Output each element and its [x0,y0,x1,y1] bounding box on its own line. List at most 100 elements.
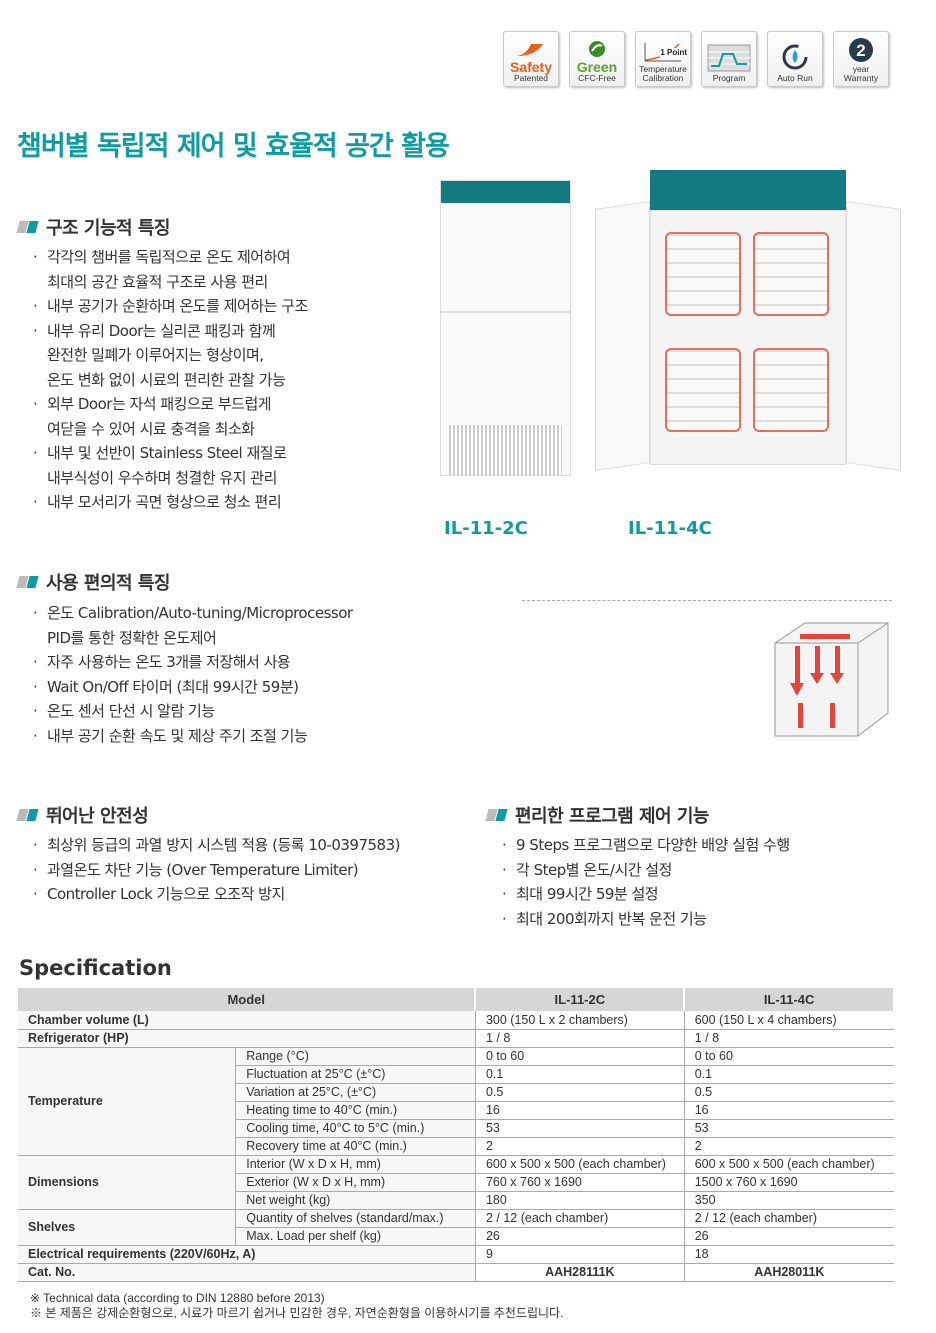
program-graph-icon [707,44,751,71]
list-item: 온도 Calibration/Auto-tuning/Microprocesso… [33,601,353,650]
feature-badges: Safety Patented Green CFC-Free 1 Point T… [503,31,889,87]
row-group-label: Temperature [18,1047,236,1156]
leaf-icon [589,40,605,57]
badge-sub: year Warranty [843,64,879,83]
header-il-11-4c: IL-11-4C [684,988,895,1011]
cell-value: 2 [474,1137,685,1156]
list-item: 최대 200회까지 반복 운전 기능 [502,907,790,932]
cell-value: 16 [683,1101,894,1120]
cell-value: 600 x 500 x 500 (each chamber) [474,1155,685,1174]
badge-safety: Safety Patented [503,31,559,87]
list-item: Wait On/Off 타이머 (최대 99시간 59분) [33,675,353,700]
section-marker-icon [18,221,38,233]
row-sub-label: Cooling time, 40°C to 5°C (min.) [235,1119,476,1138]
section-marker-icon [487,809,507,821]
cell-value: 0.5 [474,1083,685,1102]
footnote: ※ 본 제품은 강제순환형으로, 시료가 마르기 쉽거나 민감한 경우, 자연순… [30,1306,564,1320]
list-item: 내부 공기가 순환하며 온도를 제어하는 구조 [33,294,308,319]
list-item: 내부 공기 순환 속도 및 제상 주기 조절 기능 [33,724,353,749]
divider [522,600,892,601]
row-sub-label: Variation at 25°C, (±°C) [235,1083,476,1102]
header-model: Model [18,988,477,1011]
badge-sub: Temperature Calibration [639,64,687,83]
badge-sub: CFC-Free [578,72,616,83]
badge-sub: Patented [513,72,549,83]
section-marker-icon [18,809,38,821]
cell-value: 350 [683,1191,894,1210]
warranty-icon: 2 [849,38,873,62]
row-label: Refrigerator (HP) [18,1029,476,1048]
row-group-label: Shelves [18,1209,236,1246]
section-heading-structure: 구조 기능적 특징 [18,214,170,240]
cell-value: 600 (150 L x 4 chambers) [683,1011,894,1030]
row-sub-label: Exterior (W x D x H, mm) [235,1173,476,1192]
row-label: Cat. No. [18,1263,476,1282]
footnote: ※ Technical data (according to DIN 12880… [30,1291,325,1305]
cell-value: 2 / 12 (each chamber) [474,1209,685,1228]
program-feature-list: 9 Steps 프로그램으로 다양한 배양 실험 수행각 Step별 온도/시간… [502,833,790,931]
list-item: 외부 Door는 자석 패킹으로 부드럽게 여닫을 수 있어 시료 충격을 최소… [33,392,308,441]
row-sub-label: Recovery time at 40°C (min.) [235,1137,476,1156]
list-item: 온도 센서 단선 시 알람 기능 [33,699,353,724]
product-image-il-11-4c [595,170,905,471]
table-header-row: Model IL-11-2C IL-11-4C [18,988,895,1011]
cell-value: 53 [683,1119,894,1138]
cell-value: 0 to 60 [474,1047,685,1066]
model-label-il-11-2c: IL-11-2C [444,518,528,539]
structure-feature-list: 각각의 챔버를 독립적으로 온도 제어하여 최대의 공간 효율적 구조로 사용 … [33,245,308,515]
safety-icon [517,43,543,56]
cell-value: 16 [474,1101,685,1120]
cell-value: 26 [474,1227,685,1246]
badge-sub: Auto Run [777,72,813,83]
convenience-feature-list: 온도 Calibration/Auto-tuning/Microprocesso… [33,601,353,748]
cell-value: 18 [683,1245,894,1264]
row-sub-label: Range (°C) [235,1047,476,1066]
section-heading-safety: 뛰어난 안전성 [18,802,149,828]
safety-feature-list: 최상위 등급의 과열 방지 시스템 적용 (등록 10-0397583)과열온도… [33,833,401,907]
badge-title: Safety [509,58,553,75]
cell-value: 760 x 760 x 1690 [474,1173,685,1192]
cell-value: AAH28111K [474,1263,685,1282]
cell-value: 53 [474,1119,685,1138]
list-item: 각각의 챔버를 독립적으로 온도 제어하여 최대의 공간 효율적 구조로 사용 … [33,245,308,294]
row-label: Electrical requirements (220V/60Hz, A) [18,1245,476,1264]
badge-calibration: 1 Point Temperature Calibration [635,31,691,87]
row-label: Chamber volume (L) [18,1011,476,1030]
list-item: 최상위 등급의 과열 방지 시스템 적용 (등록 10-0397583) [33,833,401,858]
cell-value: AAH28011K [683,1263,894,1282]
section-heading-program: 편리한 프로그램 제어 기능 [487,802,709,828]
badge-program: Program [701,31,757,87]
cell-value: 1500 x 760 x 1690 [683,1173,894,1192]
row-sub-label: Heating time to 40°C (min.) [235,1101,476,1120]
model-label-il-11-4c: IL-11-4C [628,518,712,539]
list-item: 자주 사용하는 온도 3개를 저장해서 사용 [33,650,353,675]
badge-sub: Program [712,72,746,83]
list-item: 최대 99시간 59분 설정 [502,882,790,907]
list-item: 9 Steps 프로그램으로 다양한 배양 실험 수행 [502,833,790,858]
cell-value: 180 [474,1191,685,1210]
footnotes: ※ Technical data (according to DIN 12880… [30,1291,563,1321]
section-title: 편리한 프로그램 제어 기능 [515,806,709,827]
cell-value: 2 / 12 (each chamber) [683,1209,894,1228]
cell-value: 9 [474,1245,685,1264]
list-item: Controller Lock 기능으로 오조작 방지 [33,882,400,907]
list-item: 과열온도 차단 기능 (Over Temperature Limiter) [33,858,400,883]
product-image-il-11-2c [440,180,571,476]
cell-value: 0.1 [683,1065,894,1084]
airflow-diagram [774,622,889,737]
section-title: 뛰어난 안전성 [46,806,149,827]
section-heading-convenience: 사용 편의적 특징 [18,569,170,595]
page-headline: 챔버별 독립적 제어 및 효율적 공간 활용 [17,131,450,162]
cell-value: 1 / 8 [474,1029,685,1048]
cell-value: 0.1 [474,1065,685,1084]
header-il-11-2c: IL-11-2C [475,988,686,1011]
